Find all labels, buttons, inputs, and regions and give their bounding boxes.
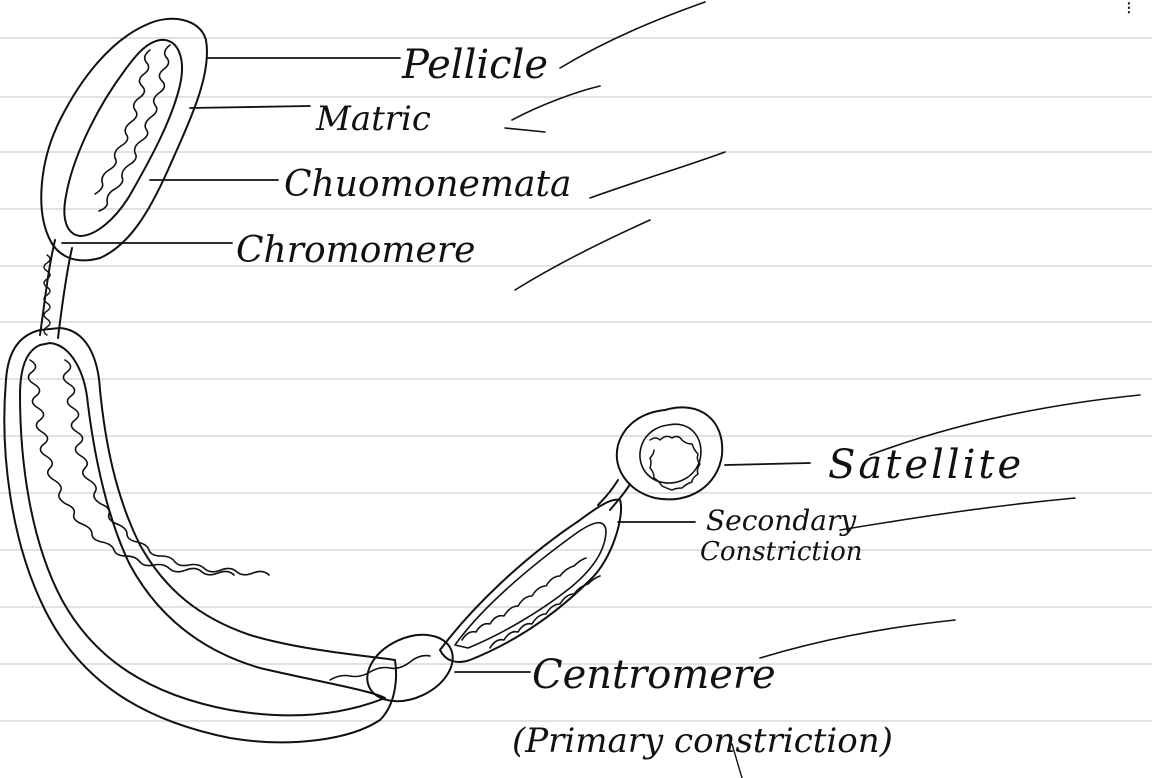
matrix-outline bbox=[20, 343, 385, 715]
label-chromomere: Chromomere bbox=[236, 230, 475, 271]
chromonema bbox=[330, 656, 430, 680]
satellite-inner bbox=[640, 424, 701, 483]
label-secondary-line1: Secondary bbox=[706, 504, 857, 537]
centromere-outline bbox=[357, 622, 464, 714]
satellite-leader bbox=[725, 463, 810, 465]
label-pellicle: Pellicle bbox=[401, 42, 548, 88]
pen-stroke bbox=[515, 220, 650, 290]
chromonema bbox=[28, 360, 234, 575]
label-centromere: Centromere bbox=[532, 652, 776, 698]
chromonema bbox=[63, 360, 269, 575]
label-secondary-line2: Constriction bbox=[700, 537, 863, 567]
chromomere-stalk bbox=[40, 240, 72, 338]
label-chromonemata: Chuomonemata bbox=[284, 164, 571, 205]
pen-stroke bbox=[560, 2, 705, 68]
chromonema bbox=[462, 558, 586, 640]
label-primary-constriction: (Primary constriction) bbox=[512, 721, 893, 761]
satellite-outline bbox=[617, 407, 722, 499]
label-satellite: Satellite bbox=[828, 442, 1024, 488]
pen-stroke bbox=[505, 86, 600, 132]
label-matrix: Matric bbox=[315, 99, 431, 139]
notebook-ruling bbox=[0, 38, 1152, 721]
pen-stroke bbox=[760, 620, 955, 658]
pen-stroke bbox=[590, 152, 725, 198]
pellicle-outline bbox=[4, 328, 396, 742]
corner-mark: ⁝ bbox=[1126, 0, 1132, 19]
pen-stroke bbox=[840, 498, 1075, 530]
matrix-leader bbox=[190, 106, 310, 108]
